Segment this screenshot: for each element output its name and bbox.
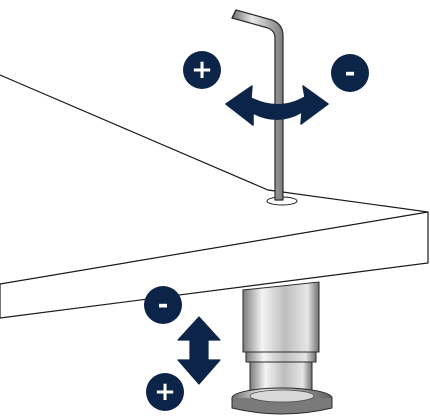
- vertical-double-arrow-icon: [177, 316, 221, 385]
- curved-double-arrow-icon: [225, 85, 329, 126]
- height-minus-badge: -: [144, 286, 182, 324]
- hex-key-icon: [231, 9, 284, 201]
- leveling-foot-icon: [231, 281, 333, 415]
- rotate-plus-badge: +: [183, 51, 221, 89]
- height-plus-badge: +: [146, 373, 184, 411]
- table-top: [0, 74, 429, 319]
- rotate-minus-badge: -: [331, 54, 369, 92]
